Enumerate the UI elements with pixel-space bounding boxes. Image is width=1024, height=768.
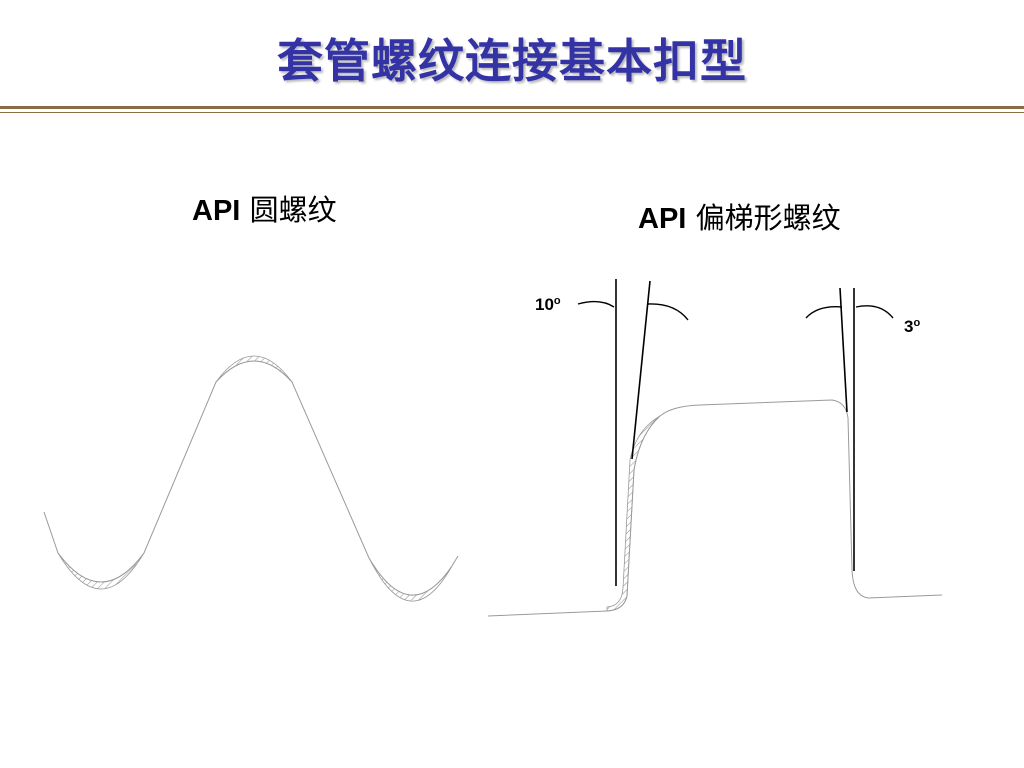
buttress-thread-diagram (487, 279, 943, 617)
angle-10-value: 10 (535, 295, 554, 314)
round-thread-profile (43, 360, 459, 596)
buttress-angle-arc-10-right (647, 303, 689, 321)
round-thread-label-api: API (192, 195, 241, 227)
buttress-angle-arc-3-right (855, 305, 894, 319)
round-thread-label-name: 圆螺纹 (249, 193, 337, 227)
buttress-thread-profile (487, 399, 943, 617)
angle-3-label: 3o (904, 317, 921, 336)
angle-3-value: 3 (904, 317, 914, 336)
buttress-left-inclined-line (631, 280, 651, 460)
round-thread-root-hatch-left (57, 552, 145, 590)
buttress-right-inclined-line (839, 287, 848, 413)
buttress-thread-label: API 偏梯形螺纹 (638, 204, 841, 234)
slide-title: 套管螺纹连接基本扣型 (277, 34, 747, 88)
buttress-angle-arc-10-left (577, 300, 615, 308)
round-thread-diagram (43, 355, 459, 602)
angle-3-unit: o (913, 317, 921, 329)
angle-10-label: 10o (535, 295, 561, 314)
buttress-thread-label-api: API (638, 203, 687, 235)
round-thread-label: API 圆螺纹 (192, 196, 337, 226)
buttress-thread-label-name: 偏梯形螺纹 (695, 201, 841, 235)
buttress-angle-arc-3-left (805, 306, 843, 319)
round-thread-crest-hatch (215, 355, 293, 383)
angle-10-unit: o (553, 295, 561, 307)
title-divider (0, 106, 1024, 113)
